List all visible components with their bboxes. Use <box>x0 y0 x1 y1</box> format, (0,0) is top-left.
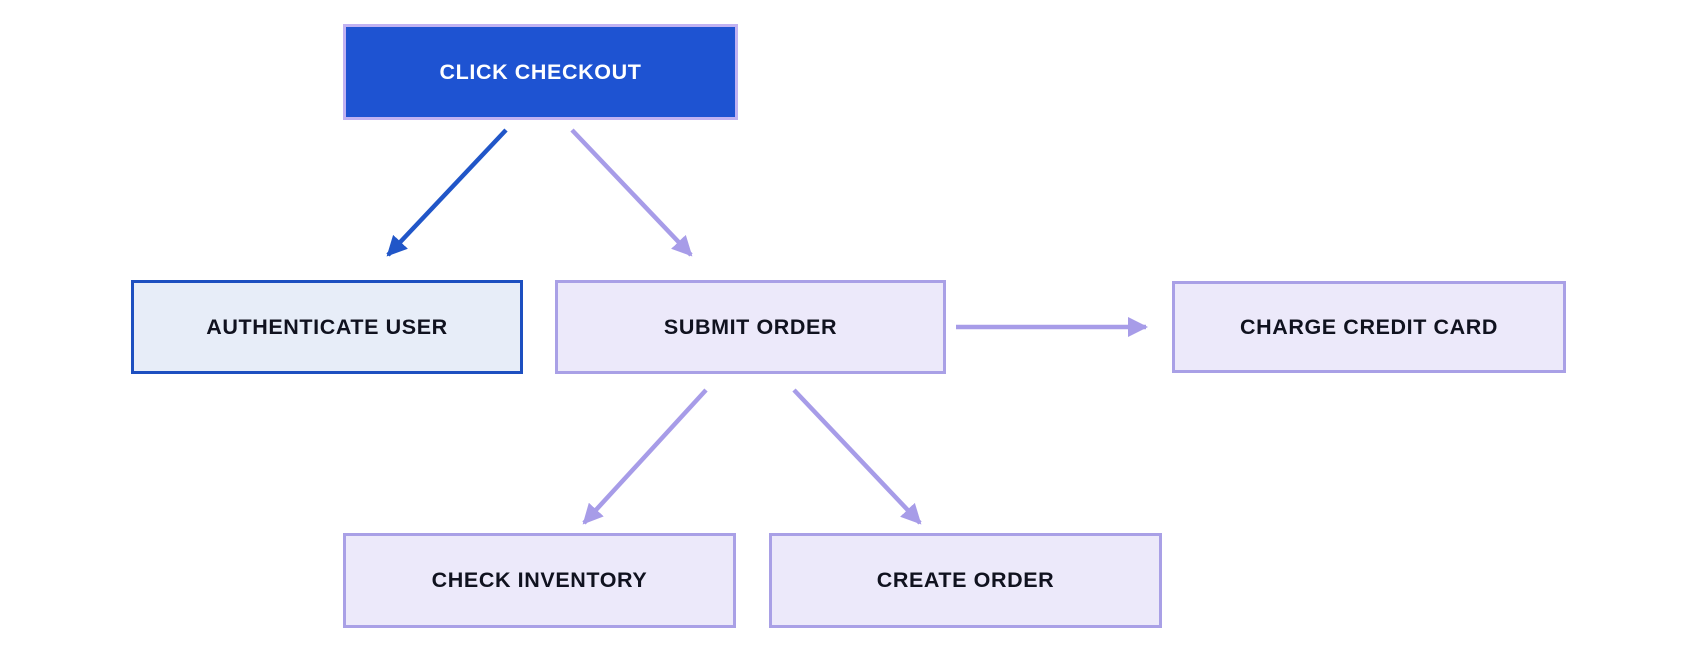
node-check-inventory-label: CHECK INVENTORY <box>431 568 648 592</box>
node-submit-order-label: SUBMIT ORDER <box>663 314 838 339</box>
node-submit-order[interactable]: SUBMIT ORDER <box>555 280 946 374</box>
edge-click-checkout-to-submit-order <box>570 128 693 257</box>
node-authenticate-user[interactable]: AUTHENTICATE USER <box>131 280 523 374</box>
node-charge-credit-card-label: CHARGE CREDIT CARD <box>1239 314 1499 339</box>
node-charge-credit-card[interactable]: CHARGE CREDIT CARD <box>1172 281 1566 373</box>
node-authenticate-user-label: AUTHENTICATE USER <box>206 314 448 339</box>
node-check-inventory[interactable]: CHECK INVENTORY <box>343 533 736 628</box>
node-click-checkout-label: CLICK CHECKOUT <box>439 59 642 84</box>
edge-click-checkout-to-authenticate-user <box>386 128 508 257</box>
edge-submit-order-to-create-order <box>792 388 922 525</box>
node-create-order[interactable]: CREATE ORDER <box>769 533 1162 628</box>
node-create-order-label: CREATE ORDER <box>876 568 1055 592</box>
node-click-checkout[interactable]: CLICK CHECKOUT <box>343 24 738 120</box>
edge-submit-order-to-check-inventory <box>582 388 708 525</box>
